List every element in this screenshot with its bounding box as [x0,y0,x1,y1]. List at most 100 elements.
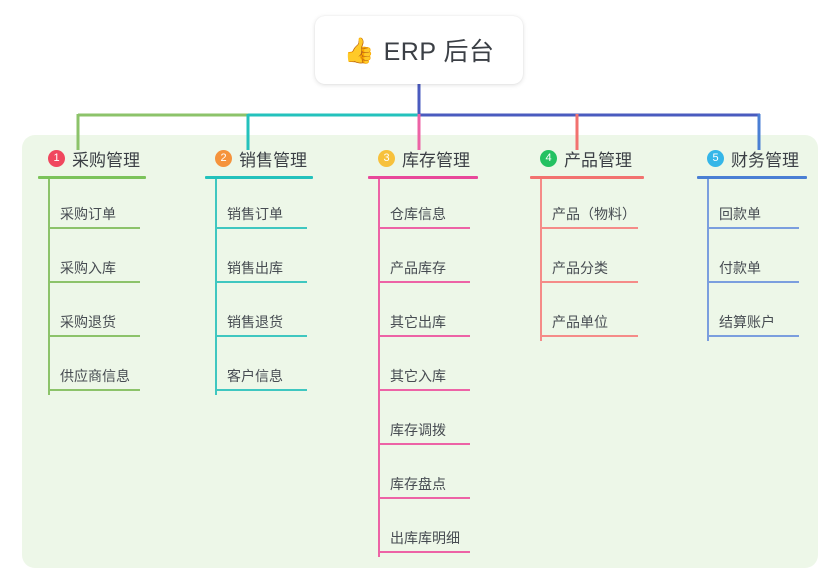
leaf-node-label: 仓库信息 [390,206,446,222]
leaf-node-underline [378,551,470,553]
leaf-node-underline [215,281,307,283]
root-node[interactable]: 👍 ERP 后台 [315,16,523,84]
leaf-node[interactable]: 仓库信息 [368,179,478,233]
branch-spine-3 [378,179,380,557]
leaf-node-underline [378,281,470,283]
branch-spine-1 [48,179,50,395]
leaf-node[interactable]: 产品库存 [368,233,478,287]
leaf-node-underline [48,389,140,391]
branch-title-5: 财务管理 [731,150,799,170]
leaf-node-label: 销售订单 [227,206,283,222]
leaf-node[interactable]: 采购订单 [38,179,146,233]
branch-badge-5: 5 [707,149,724,167]
leaf-node-underline [540,335,638,337]
leaf-node-label: 产品库存 [390,260,446,276]
branch-rule-4 [530,176,644,179]
branch-badge-1: 1 [48,149,65,167]
leaf-node-label: 库存盘点 [390,476,446,492]
branch-item-list-5: 回款单付款单结算账户 [697,179,807,341]
branch-item-list-1: 采购订单采购入库采购退货供应商信息 [38,179,146,395]
leaf-node-label: 采购入库 [60,260,116,276]
branch-column-3: 3 库存管理仓库信息产品库存其它出库其它入库库存调拨库存盘点出库库明细 [368,145,478,557]
leaf-node-label: 产品分类 [552,260,608,276]
branch-header-3[interactable]: 3 库存管理 [368,145,478,171]
leaf-node[interactable]: 客户信息 [205,341,313,395]
leaf-node[interactable]: 结算账户 [697,287,807,341]
leaf-node[interactable]: 销售出库 [205,233,313,287]
branch-spine-4 [540,179,542,341]
leaf-node-underline [378,497,470,499]
leaf-node-label: 采购退货 [60,314,116,330]
branch-badge-2: 2 [215,149,232,167]
leaf-node[interactable]: 产品分类 [530,233,644,287]
thumbs-up-icon: 👍 [343,35,375,65]
branch-header-5[interactable]: 5 财务管理 [697,145,807,171]
leaf-node-label: 产品（物料） [552,206,636,222]
leaf-node-underline [540,227,638,229]
leaf-node-label: 付款单 [719,260,761,276]
leaf-node[interactable]: 供应商信息 [38,341,146,395]
branch-header-2[interactable]: 2 销售管理 [205,145,313,171]
leaf-node-underline [215,389,307,391]
leaf-node-label: 其它入库 [390,368,446,384]
leaf-node[interactable]: 其它出库 [368,287,478,341]
branch-item-list-2: 销售订单销售出库销售退货客户信息 [205,179,313,395]
leaf-node-underline [48,227,140,229]
leaf-node-underline [378,227,470,229]
leaf-node[interactable]: 付款单 [697,233,807,287]
leaf-node-label: 其它出库 [390,314,446,330]
branch-spine-5 [707,179,709,341]
leaf-node[interactable]: 销售订单 [205,179,313,233]
leaf-node-label: 结算账户 [719,314,775,330]
leaf-node-underline [707,281,799,283]
branch-title-4: 产品管理 [564,150,632,170]
branch-header-4[interactable]: 4 产品管理 [530,145,644,171]
leaf-node-underline [48,335,140,337]
leaf-node[interactable]: 采购退货 [38,287,146,341]
branch-header-1[interactable]: 1 采购管理 [38,145,146,171]
leaf-node-label: 采购订单 [60,206,116,222]
leaf-node[interactable]: 采购入库 [38,233,146,287]
leaf-node[interactable]: 其它入库 [368,341,478,395]
branch-badge-4: 4 [540,149,557,167]
branch-rule-3 [368,176,478,179]
leaf-node-label: 客户信息 [227,368,283,384]
branch-column-1: 1 采购管理采购订单采购入库采购退货供应商信息 [38,145,146,395]
branch-title-3: 库存管理 [402,150,470,170]
leaf-node-label: 回款单 [719,206,761,222]
branch-title-1: 采购管理 [72,150,140,170]
leaf-node-underline [215,335,307,337]
branch-rule-1 [38,176,146,179]
branch-column-2: 2 销售管理销售订单销售出库销售退货客户信息 [205,145,313,395]
leaf-node-label: 库存调拨 [390,422,446,438]
leaf-node-underline [378,389,470,391]
leaf-node-label: 出库库明细 [390,530,460,546]
branch-spine-2 [215,179,217,395]
diagram-background-panel [22,135,818,568]
branch-title-2: 销售管理 [239,150,307,170]
branch-item-list-3: 仓库信息产品库存其它出库其它入库库存调拨库存盘点出库库明细 [368,179,478,557]
leaf-node-underline [707,227,799,229]
leaf-node[interactable]: 库存调拨 [368,395,478,449]
leaf-node[interactable]: 库存盘点 [368,449,478,503]
leaf-node-underline [378,335,470,337]
branch-rule-5 [697,176,807,179]
leaf-node[interactable]: 销售退货 [205,287,313,341]
branch-rule-2 [205,176,313,179]
leaf-node[interactable]: 回款单 [697,179,807,233]
leaf-node-label: 供应商信息 [60,368,130,384]
leaf-node-underline [707,335,799,337]
leaf-node-underline [48,281,140,283]
leaf-node[interactable]: 出库库明细 [368,503,478,557]
leaf-node-label: 销售退货 [227,314,283,330]
leaf-node[interactable]: 产品单位 [530,287,644,341]
branch-item-list-4: 产品（物料） 产品分类产品单位 [530,179,644,341]
leaf-node-underline [540,281,638,283]
leaf-node-label: 产品单位 [552,314,608,330]
leaf-node[interactable]: 产品（物料） [530,179,644,233]
branch-badge-3: 3 [378,149,395,167]
leaf-node-underline [378,443,470,445]
leaf-node-label: 销售出库 [227,260,283,276]
